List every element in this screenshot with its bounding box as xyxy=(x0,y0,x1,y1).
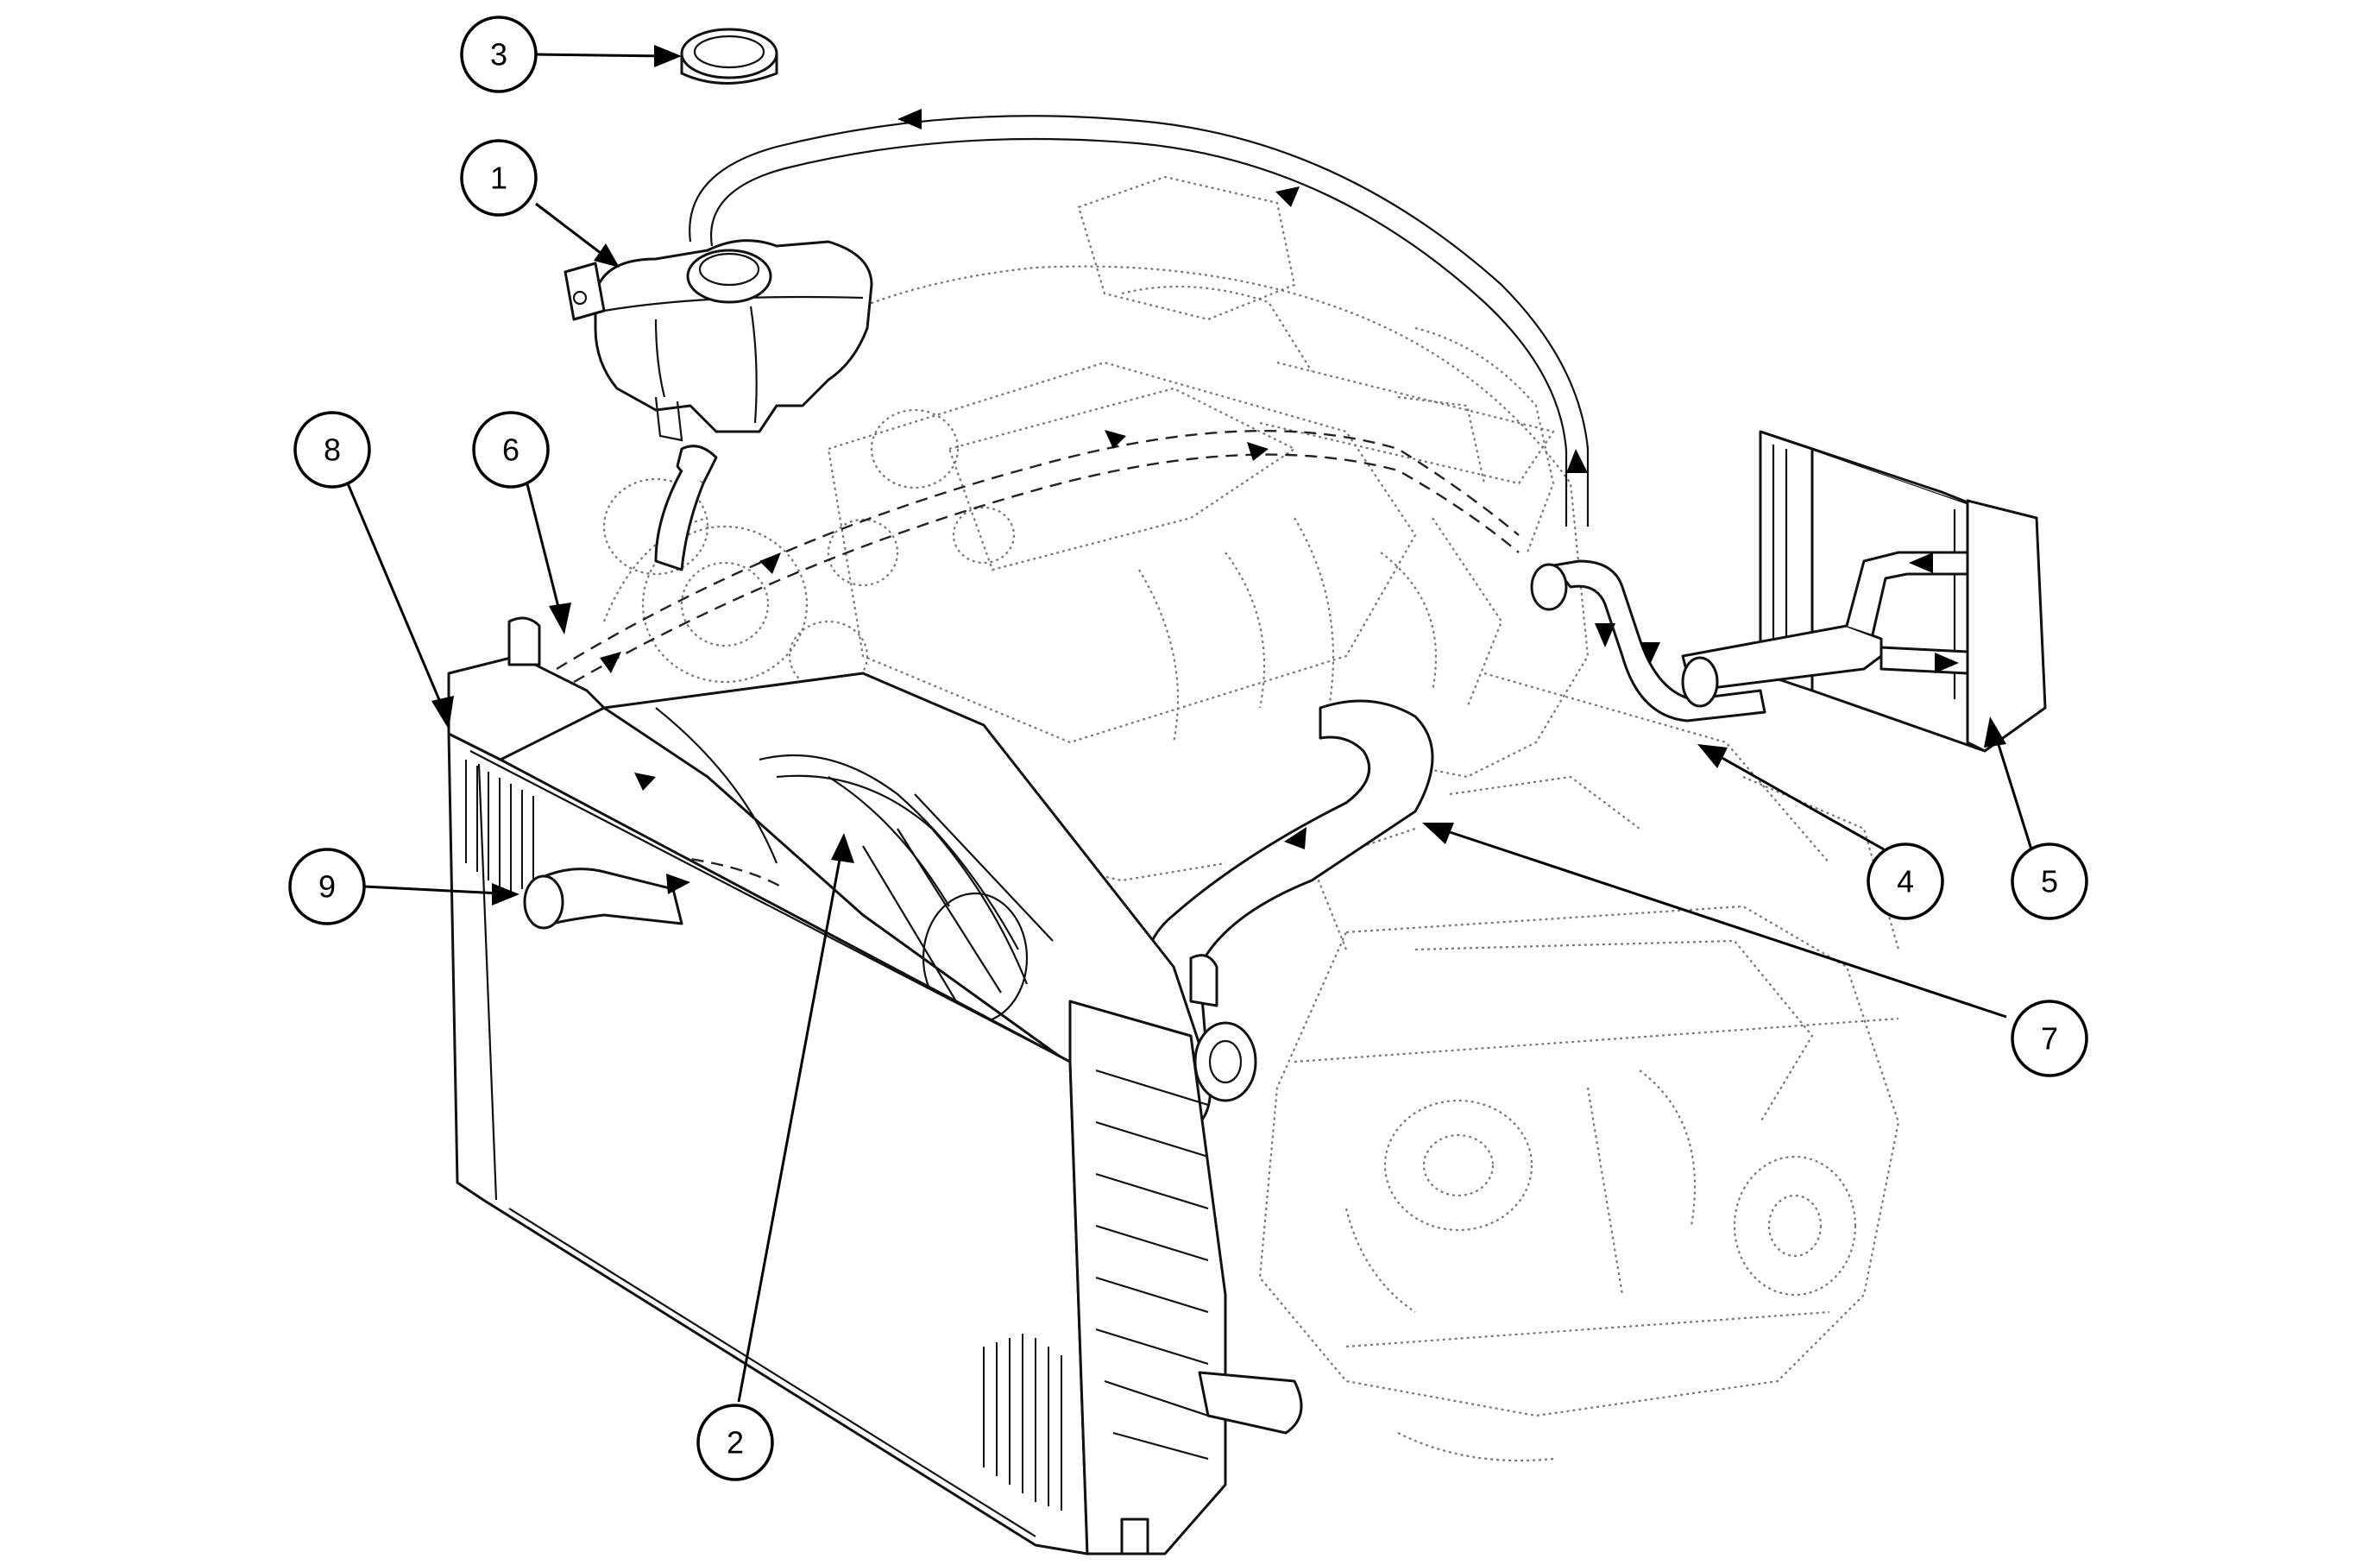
callout-3: 3 xyxy=(460,16,538,93)
coolant-reservoir xyxy=(564,239,873,571)
callout-circle xyxy=(696,1404,774,1481)
callout-number: 2 xyxy=(727,1425,744,1461)
radiator-fins-left xyxy=(465,760,534,898)
lower-radiator-hose xyxy=(523,868,690,930)
callout-2: 2 xyxy=(696,1404,774,1481)
callout-number: 6 xyxy=(502,432,519,468)
callout-5: 5 xyxy=(2011,842,2088,920)
callout-circle xyxy=(460,16,538,93)
callout-number: 9 xyxy=(318,869,336,905)
radiator xyxy=(447,616,1303,1556)
callout-circle xyxy=(293,411,371,489)
callout-number: 5 xyxy=(2041,864,2058,899)
callout-6: 6 xyxy=(472,411,550,489)
pressure-cap xyxy=(680,28,778,85)
callout-number: 1 xyxy=(490,161,507,196)
callout-4: 4 xyxy=(1867,842,1944,920)
callout-circle xyxy=(2011,842,2088,920)
callout-circle xyxy=(472,411,550,489)
callout-1: 1 xyxy=(460,139,538,217)
callout-number: 8 xyxy=(324,432,341,468)
callout-number: 7 xyxy=(2041,1021,2058,1057)
callout-9: 9 xyxy=(288,848,366,925)
leader-lines xyxy=(343,45,2033,1403)
callout-number: 3 xyxy=(490,37,507,73)
heater-core xyxy=(1759,430,2047,753)
callout-circle xyxy=(460,139,538,217)
radiator-fins-bottom xyxy=(983,1334,1062,1511)
heater-hoses xyxy=(1530,551,1969,723)
callout-number: 4 xyxy=(1897,864,1914,899)
callout-7: 7 xyxy=(2011,1000,2088,1077)
callout-8: 8 xyxy=(293,411,371,489)
flow-arrows xyxy=(600,430,1269,791)
callout-circle xyxy=(288,848,366,925)
callout-circle xyxy=(1867,842,1944,920)
callout-circle xyxy=(2011,1000,2088,1077)
vent-hose xyxy=(689,109,1590,527)
